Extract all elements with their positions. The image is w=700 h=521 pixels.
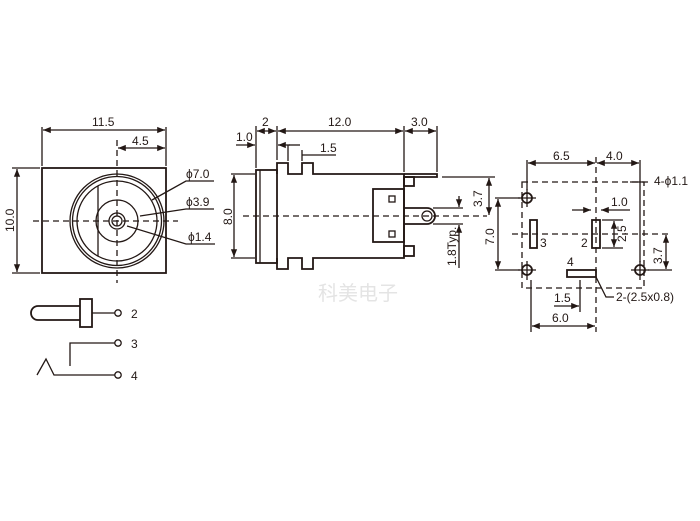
width-dim: 11.5 bbox=[92, 115, 115, 129]
pin-4-slot bbox=[566, 269, 597, 278]
mount-hole bbox=[631, 261, 649, 280]
footprint-view: 3 2 4 6.5 4.0 4-ϕ1.1 1.0 2.5 3.7 7.0 bbox=[483, 149, 688, 332]
outer-diameter-label: ϕ7.0 bbox=[186, 167, 210, 181]
pin-4-label: 4 bbox=[567, 255, 574, 269]
pin-height-dim: 3.7 bbox=[471, 190, 485, 207]
left-span-dim: 6.5 bbox=[553, 149, 570, 163]
pin-3-slot bbox=[529, 219, 538, 249]
pin-2-terminal bbox=[114, 309, 122, 317]
holes-note: 4-ϕ1.1 bbox=[654, 174, 688, 188]
slot-dim: 1.5 bbox=[320, 141, 337, 155]
pin-schematic: 2 3 4 bbox=[30, 298, 138, 383]
schematic-pin-4: 4 bbox=[131, 369, 138, 383]
height-dim: 10.0 bbox=[3, 208, 17, 232]
footprint-outline bbox=[521, 181, 645, 289]
pin-2-label: 2 bbox=[581, 236, 588, 250]
lower-offset-dim: 3.7 bbox=[651, 247, 665, 264]
pin-2-contact bbox=[79, 298, 93, 328]
tail-dim: 3.0 bbox=[411, 115, 428, 129]
mid-diameter-label: ϕ3.9 bbox=[186, 195, 210, 209]
top-tab bbox=[403, 176, 415, 187]
side-height-dim: 8.0 bbox=[221, 208, 235, 225]
slot-length-dim: 2.5 bbox=[615, 225, 629, 242]
pin4-offset-dim: 1.5 bbox=[554, 291, 571, 305]
mount-hole bbox=[518, 261, 536, 280]
front-view: 11.5 4.5 10.0 ϕ7.0 ϕ3.9 ϕ1.4 bbox=[3, 115, 215, 283]
mount-hole bbox=[518, 189, 536, 207]
tail-pin bbox=[404, 173, 438, 178]
right-span-dim: 4.0 bbox=[606, 149, 623, 163]
pin-3-terminal bbox=[114, 339, 122, 347]
center-pin-symbol bbox=[30, 305, 80, 321]
schematic-pin-3: 3 bbox=[131, 337, 138, 351]
pin-width-dim: 1.8Typ. bbox=[445, 227, 459, 266]
side-view: 2 12.0 3.0 1.0 1.5 8.0 3.7 1.8Typ. bbox=[221, 115, 495, 270]
pin-4-terminal bbox=[114, 371, 122, 379]
pin-3-label: 3 bbox=[540, 236, 547, 250]
pin-2-slot bbox=[591, 219, 601, 249]
schematic-pin-2: 2 bbox=[131, 307, 138, 321]
hole-pitch-dim: 7.0 bbox=[483, 228, 497, 245]
bottom-tab bbox=[403, 245, 415, 257]
watermark: 科美电子 bbox=[318, 281, 398, 305]
pin-3-switch bbox=[69, 342, 115, 366]
pin-4-sleeve bbox=[36, 357, 115, 376]
center-offset-dim: 4.5 bbox=[132, 134, 149, 148]
slot-width-dim: 1.0 bbox=[611, 195, 628, 209]
slots-note: 2-(2.5x0.8) bbox=[616, 290, 674, 304]
pin-diameter-label: ϕ1.4 bbox=[188, 230, 212, 244]
flange-dim: 2 bbox=[262, 115, 269, 129]
bottom-span-dim: 6.0 bbox=[552, 311, 569, 325]
step-dim: 1.0 bbox=[236, 130, 253, 144]
body-length-dim: 12.0 bbox=[328, 115, 352, 129]
